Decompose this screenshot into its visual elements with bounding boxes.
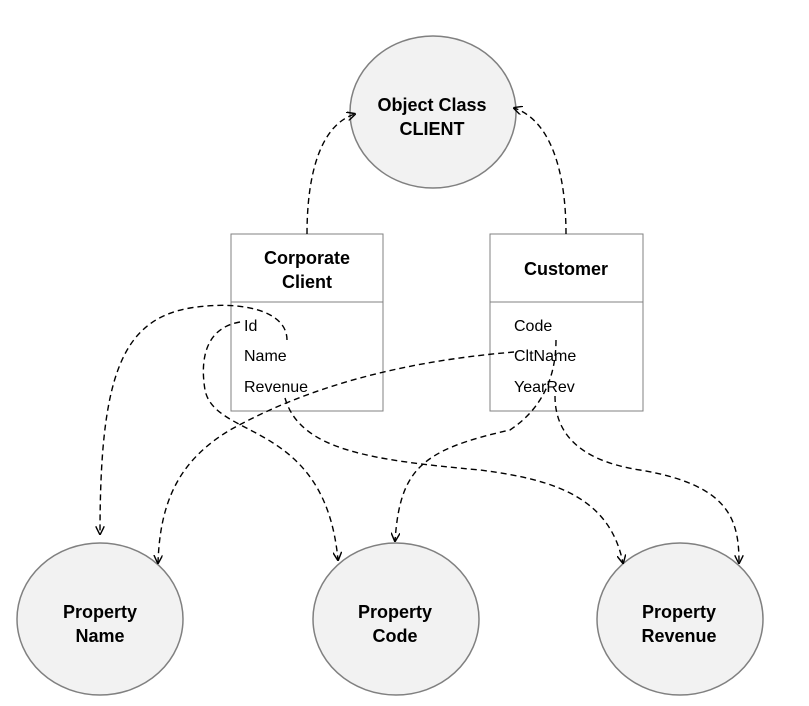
attribute-yearrev[interactable]: YearRev	[514, 379, 575, 396]
entity-box	[230, 233, 384, 412]
attribute-name[interactable]: Name	[244, 348, 287, 365]
arrow-name-to-property-name	[100, 304, 288, 534]
property-label-line1: Property	[63, 602, 137, 622]
property-label-line2: Name	[75, 626, 124, 646]
arrow-code-to-property-code	[395, 339, 557, 541]
attribute-revenue[interactable]: Revenue	[244, 379, 308, 396]
object-class-node[interactable]: Object Class CLIENT	[349, 35, 517, 189]
attribute-id[interactable]: Id	[244, 318, 257, 335]
entity-box	[489, 233, 644, 412]
entity-title-line2: Client	[282, 272, 332, 292]
property-ellipse	[16, 542, 184, 696]
property-node-revenue[interactable]: Property Revenue	[596, 542, 764, 696]
property-node-code[interactable]: Property Code	[312, 542, 480, 696]
mapping-arrows	[100, 108, 739, 563]
property-ellipse	[596, 542, 764, 696]
attribute-cltname[interactable]: CltName	[514, 348, 576, 365]
property-label-line1: Property	[358, 602, 432, 622]
entity-customer[interactable]: Customer Code CltName YearRev	[489, 233, 644, 412]
object-class-label-line2: CLIENT	[400, 119, 465, 139]
arrow-yearrev-to-property-revenue	[554, 395, 739, 563]
property-label-line2: Code	[373, 626, 418, 646]
entity-title-line1: Corporate	[264, 248, 350, 268]
attribute-code[interactable]: Code	[514, 318, 552, 335]
property-label-line1: Property	[642, 602, 716, 622]
object-class-label-line1: Object Class	[377, 95, 486, 115]
property-ellipse	[312, 542, 480, 696]
entity-title-line1: Customer	[524, 259, 608, 279]
arrow-customer-to-object-class	[514, 108, 567, 235]
property-node-name[interactable]: Property Name	[16, 542, 184, 696]
arrow-cltname-to-property-name	[158, 351, 515, 563]
arrow-id-to-property-code	[202, 321, 338, 560]
entity-corporate-client[interactable]: Corporate Client Id Name Revenue	[230, 233, 384, 412]
arrow-corporate-to-object-class	[306, 114, 355, 235]
property-label-line2: Revenue	[641, 626, 716, 646]
